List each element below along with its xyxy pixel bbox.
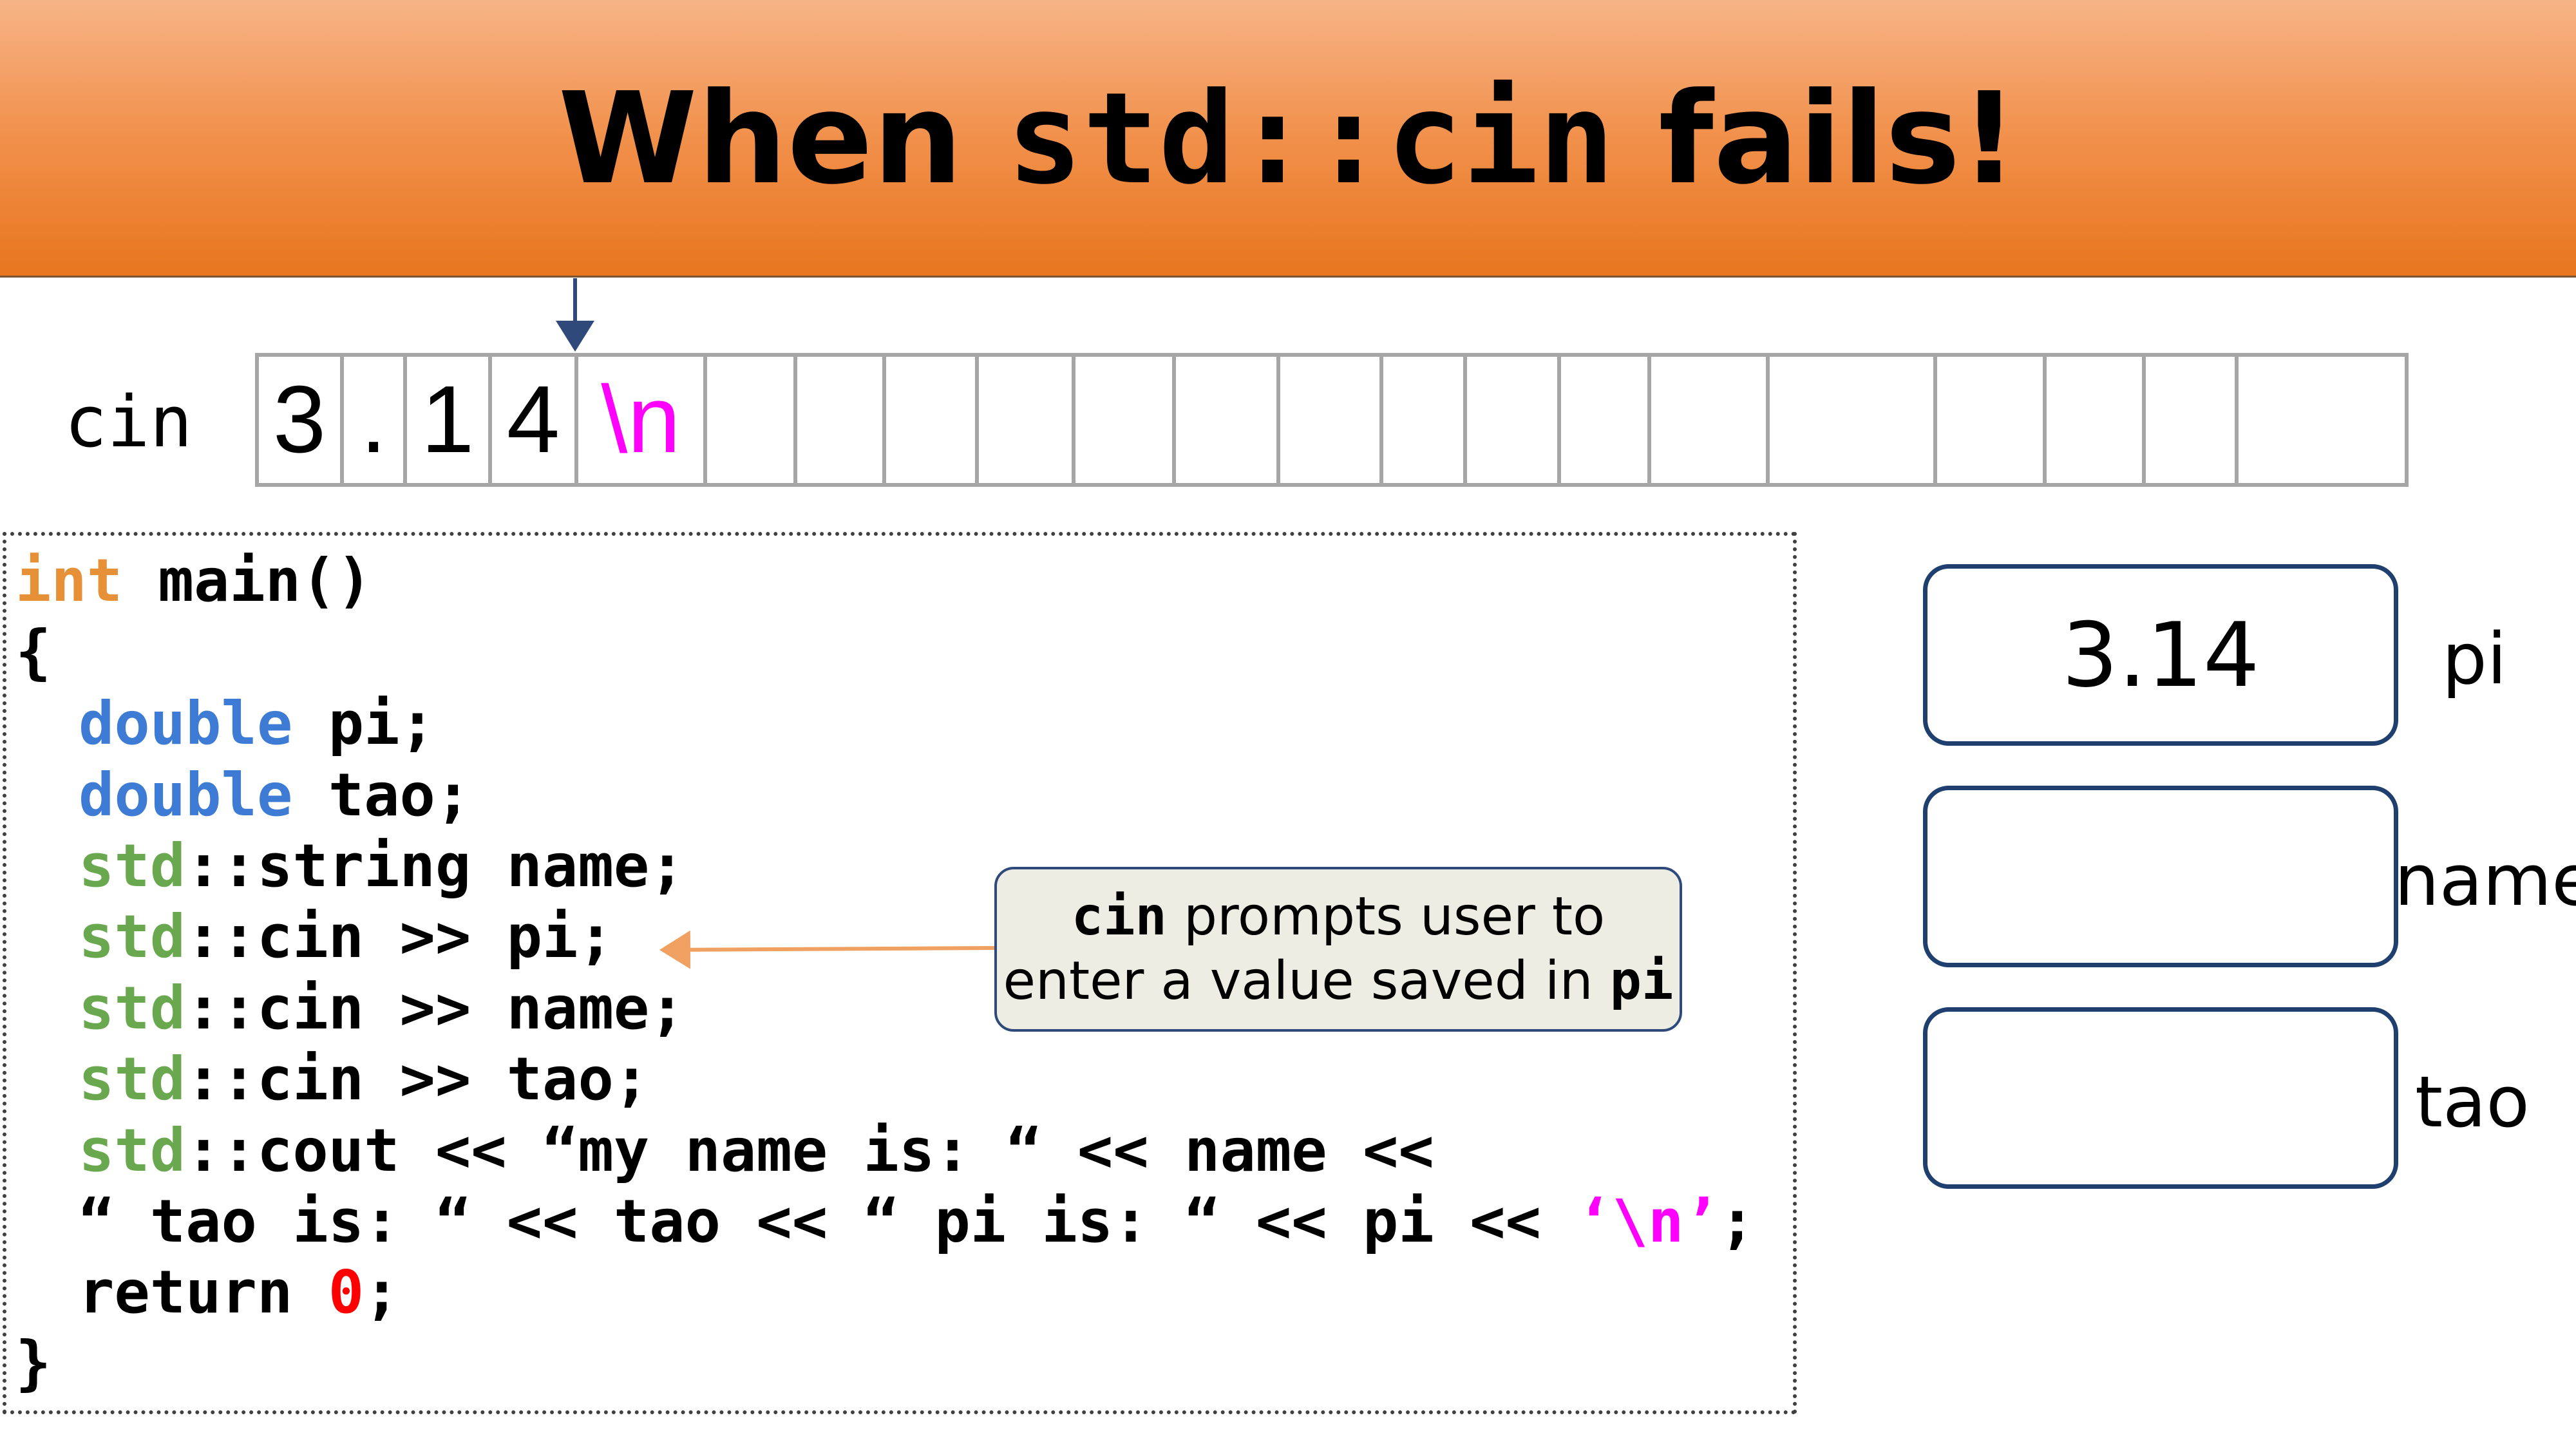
code-line: std::string name; bbox=[79, 831, 685, 902]
code-namespace: std bbox=[79, 1045, 186, 1113]
code-namespace: std bbox=[79, 902, 186, 971]
cin-stream-label: cin bbox=[64, 381, 193, 463]
buffer-cell bbox=[1383, 357, 1467, 483]
code-text: tao; bbox=[292, 761, 471, 829]
code-text: ; bbox=[364, 1258, 400, 1327]
code-escape: ‘\n’ bbox=[1577, 1187, 1719, 1256]
buffer-cell bbox=[979, 357, 1075, 483]
buffer-cell: 3 bbox=[259, 357, 344, 483]
buffer-cell bbox=[1937, 357, 2047, 483]
code-keyword: double bbox=[79, 689, 293, 758]
buffer-cell bbox=[1280, 357, 1383, 483]
buffer-cell bbox=[1176, 357, 1280, 483]
code-text: ::cout << “my name is: “ << name << bbox=[185, 1116, 1434, 1185]
code-namespace: std bbox=[79, 1116, 186, 1185]
slide-title: When std::cin fails! bbox=[0, 62, 2576, 216]
callout-code: cin bbox=[1071, 886, 1167, 947]
callout-line-1: cin prompts user to bbox=[1072, 885, 1605, 949]
buffer-cell bbox=[2239, 357, 2324, 483]
code-line: double tao; bbox=[79, 760, 471, 831]
variable-box-pi: 3.14 bbox=[1923, 564, 2398, 746]
buffer-cell bbox=[1770, 357, 1937, 483]
buffer-cell bbox=[2146, 357, 2239, 483]
buffer-cell bbox=[2047, 357, 2146, 483]
variable-label-pi: pi bbox=[2442, 618, 2507, 700]
title-prefix: When bbox=[558, 66, 963, 213]
code-line: } bbox=[15, 1329, 52, 1397]
callout-text: prompts user to bbox=[1166, 886, 1605, 947]
code-literal: 0 bbox=[328, 1258, 365, 1327]
cin-buffer: 3 . 1 4 \n bbox=[255, 353, 2409, 487]
code-keyword: int bbox=[15, 546, 123, 615]
code-text: ; bbox=[1719, 1187, 1756, 1256]
code-text: ::string name; bbox=[185, 831, 685, 900]
buffer-cell: 1 bbox=[407, 357, 492, 483]
buffer-cell bbox=[707, 357, 797, 483]
buffer-cell bbox=[1467, 357, 1561, 483]
code-text: main() bbox=[122, 546, 372, 615]
code-line: std::cout << “my name is: “ << name << bbox=[79, 1115, 1434, 1186]
buffer-cell bbox=[1561, 357, 1651, 483]
code-text: pi; bbox=[292, 689, 435, 758]
variable-box-tao bbox=[1923, 1007, 2398, 1189]
code-namespace: std bbox=[79, 831, 186, 900]
callout-text: enter a value saved in bbox=[1003, 951, 1610, 1012]
variable-label-name: name bbox=[2394, 839, 2576, 922]
buffer-cell bbox=[886, 357, 979, 483]
code-text: “ tao is: “ << tao << “ pi is: “ << pi <… bbox=[79, 1187, 1577, 1256]
buffer-cell-newline: \n bbox=[578, 357, 707, 483]
buffer-cell: . bbox=[344, 357, 407, 483]
title-banner: When std::cin fails! bbox=[0, 0, 2576, 278]
buffer-cell bbox=[1075, 357, 1176, 483]
code-keyword: double bbox=[79, 761, 293, 829]
code-line: std::cin >> name; bbox=[79, 973, 685, 1044]
callout-line-2: enter a value saved in pi bbox=[1003, 949, 1674, 1014]
code-line: “ tao is: “ << tao << “ pi is: “ << pi <… bbox=[79, 1186, 1755, 1257]
code-line: int main() bbox=[15, 545, 372, 616]
code-text: ::cin >> tao; bbox=[185, 1045, 650, 1113]
code-line: double pi; bbox=[79, 688, 435, 759]
callout-code: pi bbox=[1609, 951, 1674, 1012]
variable-box-name bbox=[1923, 786, 2398, 967]
code-line: std::cin >> pi; bbox=[79, 902, 614, 972]
buffer-cell: 4 bbox=[492, 357, 578, 483]
callout-box: cin prompts user to enter a value saved … bbox=[994, 867, 1682, 1032]
code-text: ::cin >> name; bbox=[185, 974, 685, 1043]
title-code: std::cin bbox=[1007, 66, 1615, 213]
variable-label-tao: tao bbox=[2415, 1061, 2530, 1143]
callout-arrow bbox=[659, 930, 995, 969]
code-line: { bbox=[15, 618, 52, 687]
code-listing bbox=[3, 532, 1797, 1414]
code-namespace: std bbox=[79, 974, 186, 1043]
code-text: return bbox=[79, 1258, 328, 1327]
code-line: std::cin >> tao; bbox=[79, 1044, 649, 1115]
buffer-cell bbox=[797, 357, 886, 483]
buffer-cell bbox=[1651, 357, 1770, 483]
code-line: return 0; bbox=[79, 1257, 400, 1328]
title-suffix: fails! bbox=[1658, 66, 2018, 213]
code-text: ::cin >> pi; bbox=[185, 902, 614, 971]
